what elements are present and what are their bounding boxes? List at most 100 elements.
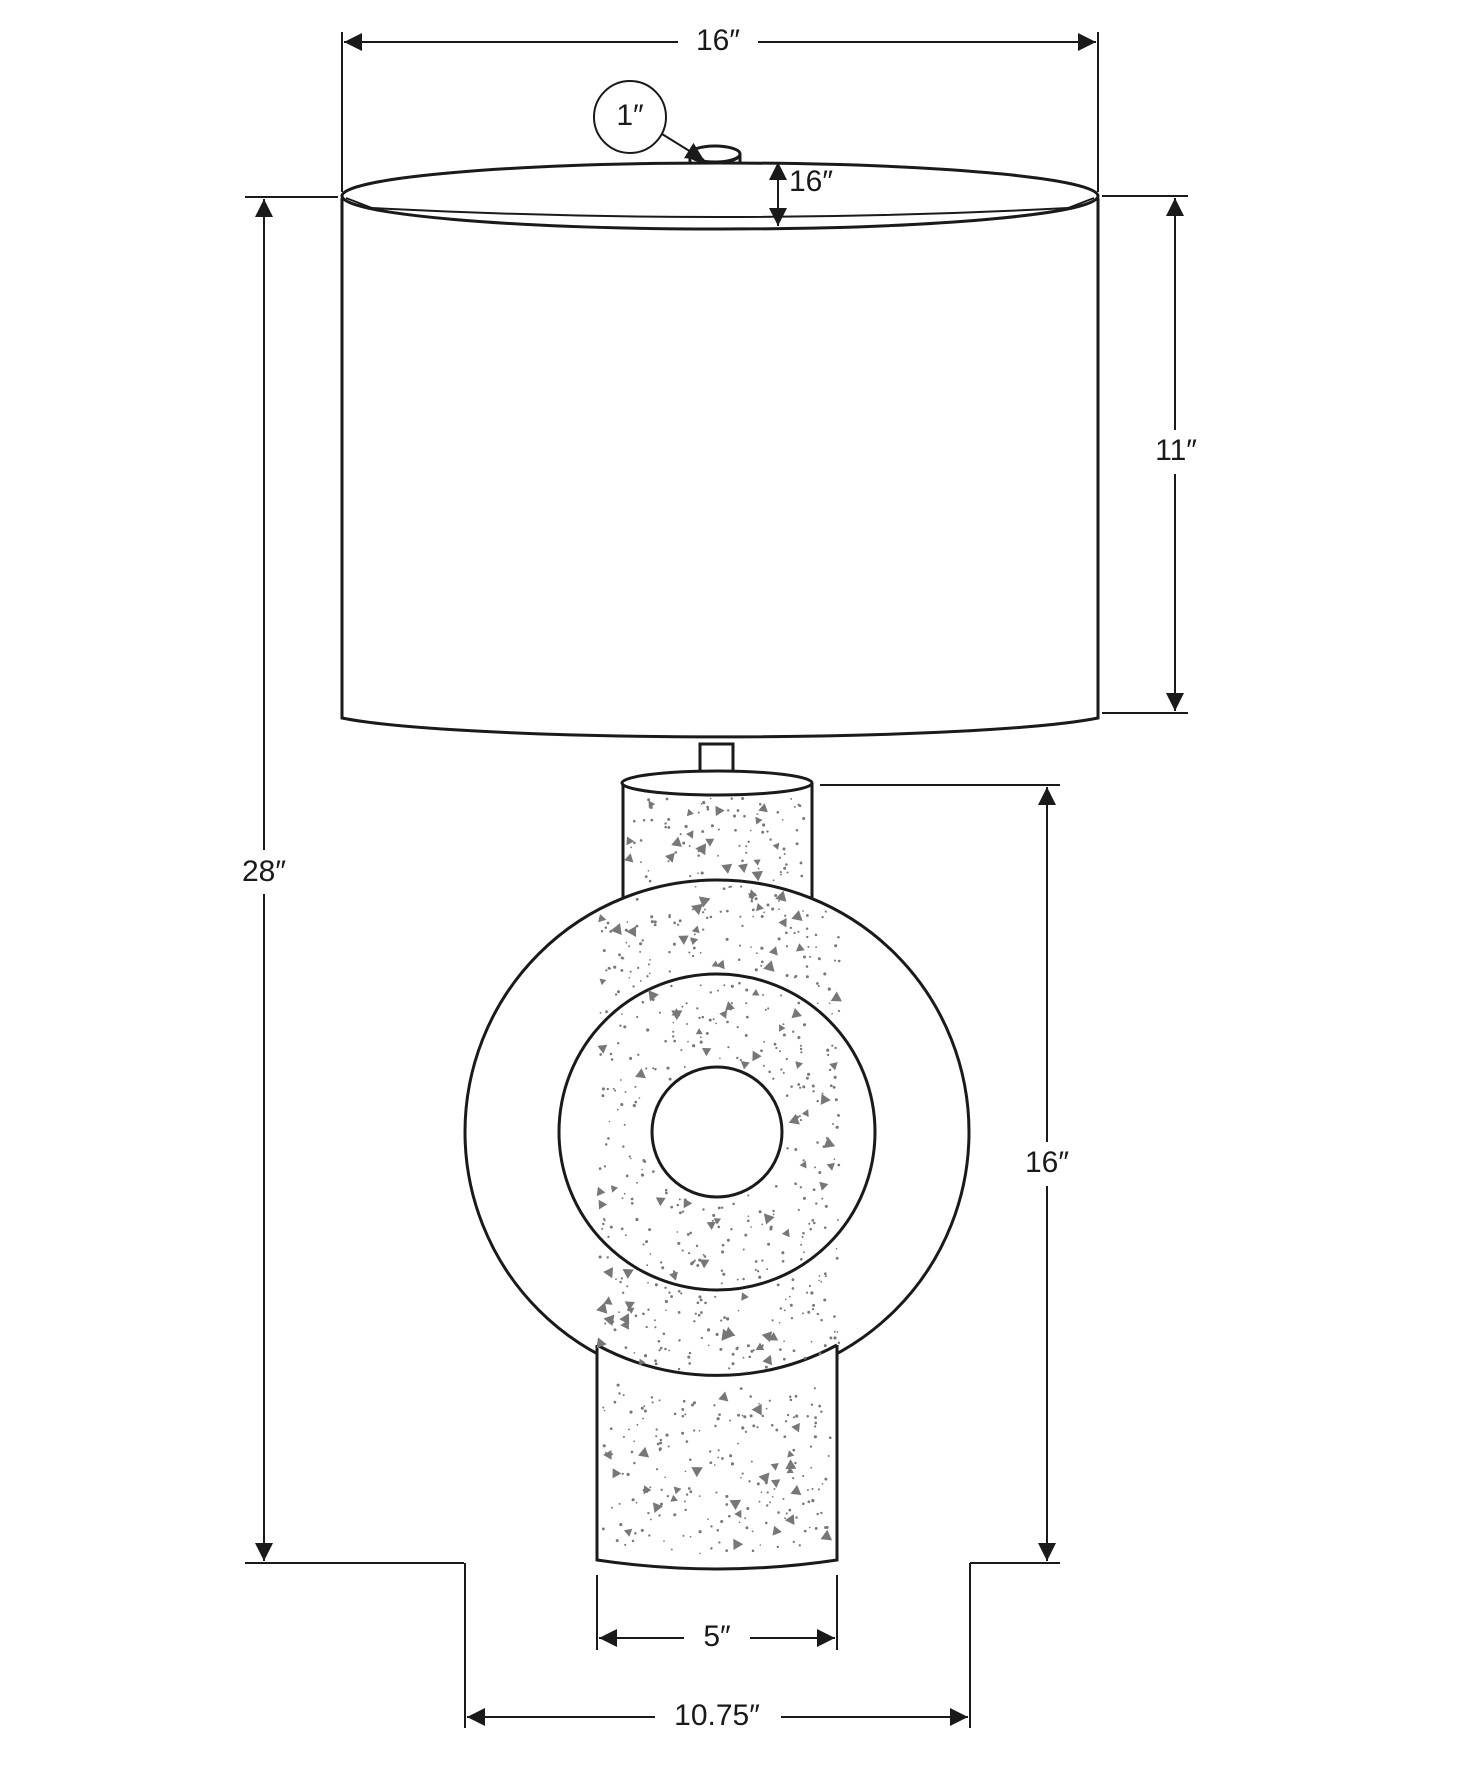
speckle-dot	[794, 1182, 797, 1186]
speckle-dot	[820, 1318, 823, 1322]
speckle-dot	[775, 1046, 778, 1050]
speckle-mark	[620, 1319, 630, 1330]
speckle-dot	[692, 1044, 696, 1048]
speckle-dot	[697, 811, 700, 814]
speckle-mark	[719, 1010, 728, 1019]
speckle-dot	[795, 842, 799, 846]
speckle-dot	[708, 1018, 712, 1022]
speckle-dot	[681, 1431, 685, 1435]
speckle-dot	[639, 980, 642, 982]
speckle-dot	[601, 1227, 604, 1230]
speckle-dot	[782, 1497, 785, 1501]
speckle-mark	[610, 923, 622, 935]
speckle-dot	[766, 1504, 769, 1507]
speckle-dot	[719, 1057, 721, 1060]
speckle-mark	[603, 1450, 612, 1460]
speckle-mark	[715, 805, 725, 817]
speckle-dot	[799, 1186, 802, 1189]
speckle-dot	[692, 1401, 697, 1405]
speckle-dot	[624, 1090, 627, 1093]
speckle-dot	[670, 984, 673, 988]
speckle-dot	[636, 1015, 639, 1019]
speckle-dot	[811, 1499, 815, 1503]
speckle-dot	[722, 887, 726, 891]
speckle-dot	[829, 1084, 833, 1088]
speckle-dot	[635, 1217, 639, 1222]
speckle-dot	[771, 907, 775, 911]
speckle-dot	[748, 1355, 751, 1359]
speckle-dot	[823, 1226, 827, 1229]
speckle-dot	[776, 811, 780, 814]
speckle-dot	[791, 1287, 795, 1290]
speckle-dot	[772, 1213, 775, 1216]
speckle-dot	[768, 1070, 771, 1074]
speckle-dot	[647, 869, 650, 872]
speckle-dot	[698, 1429, 701, 1432]
speckle-dot	[668, 970, 671, 973]
speckle-dot	[806, 1489, 809, 1491]
speckle-dot	[660, 1488, 663, 1491]
speckle-dot	[690, 938, 693, 941]
speckle-mark	[721, 863, 733, 874]
speckle-dot	[604, 1451, 607, 1454]
speckle-dot	[717, 1449, 720, 1452]
speckle-dot	[623, 1025, 627, 1029]
speckle-dot	[812, 1303, 816, 1307]
speckle-dot	[802, 817, 806, 820]
speckle-mark	[599, 978, 607, 986]
speckle-dot	[725, 1549, 729, 1552]
speckle-dot	[782, 847, 786, 851]
speckle-dot	[743, 1415, 747, 1419]
speckle-dot	[677, 1311, 681, 1314]
speckle-dot	[792, 1416, 796, 1419]
speckle-dot	[623, 1123, 626, 1126]
speckle-dot	[732, 814, 737, 818]
speckle-dot	[653, 923, 657, 927]
speckle-dot	[740, 1476, 742, 1479]
speckle-dot	[752, 1424, 756, 1428]
speckle-dot	[609, 930, 613, 933]
speckle-dot	[710, 824, 714, 828]
speckle-dot	[741, 924, 744, 928]
speckle-dot	[681, 1249, 684, 1252]
speckle-dot	[727, 809, 730, 812]
speckle-dot	[620, 956, 624, 960]
speckle-dot	[763, 911, 765, 914]
speckle-dot	[813, 1435, 817, 1439]
speckle-dot	[837, 1113, 840, 1117]
speckle-dot	[760, 1491, 763, 1494]
speckle-dot	[702, 1253, 705, 1256]
speckle-mark	[691, 903, 703, 916]
speckle-mark	[787, 1450, 795, 1458]
speckle-dot	[738, 1521, 741, 1524]
speckle-dot	[834, 944, 838, 948]
speckle-dot	[600, 929, 604, 933]
speckle-dot	[836, 1219, 839, 1221]
speckle-mark	[791, 910, 803, 921]
speckle-mark	[801, 1109, 809, 1117]
speckle-mark	[678, 935, 689, 945]
speckle-dot	[622, 1394, 625, 1397]
speckle-dot	[650, 818, 654, 822]
speckle-dot	[664, 1188, 668, 1192]
speckle-dot	[682, 1534, 685, 1537]
speckle-dot	[768, 1358, 772, 1362]
speckle-dot	[766, 830, 769, 833]
speckle-dot	[760, 1049, 763, 1053]
speckle-dot	[826, 1053, 830, 1057]
speckle-dot	[618, 1311, 620, 1314]
speckle-mark	[691, 925, 700, 934]
speckle-dot	[658, 1399, 661, 1402]
speckle-dot	[828, 1068, 832, 1072]
speckle-dot	[686, 1023, 688, 1025]
speckle-dot	[649, 959, 651, 961]
speckle-dot	[672, 1035, 675, 1038]
speckle-dot	[609, 1225, 613, 1229]
speckle-dot	[750, 1460, 753, 1463]
speckle-dot	[678, 1339, 681, 1342]
speckle-dot	[769, 1501, 771, 1504]
speckle-dot	[604, 1143, 608, 1146]
speckle-dot	[727, 1046, 730, 1049]
speckle-dot	[637, 966, 640, 970]
